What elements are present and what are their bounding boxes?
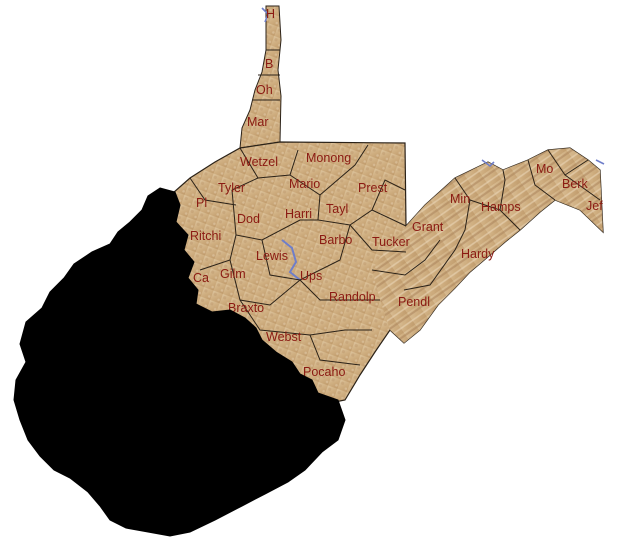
county-label-hardy: Hardy bbox=[461, 247, 495, 261]
county-label-dod: Dod bbox=[237, 212, 260, 226]
county-label-grant: Grant bbox=[412, 220, 444, 234]
county-label-tucker: Tucker bbox=[372, 235, 410, 249]
county-label-b: B bbox=[265, 57, 273, 71]
county-label-berk: Berk bbox=[562, 177, 588, 191]
county-label-braxto: Braxto bbox=[228, 301, 264, 315]
county-label-oh: Oh bbox=[256, 83, 273, 97]
river bbox=[481, 159, 495, 168]
county-label-prest: Prest bbox=[358, 181, 388, 195]
county-label-mar: Mar bbox=[247, 115, 269, 129]
ridge-valley-region bbox=[372, 148, 603, 343]
lake bbox=[281, 239, 301, 281]
county-label-lewis: Lewis bbox=[256, 249, 288, 263]
county-label-pocaho: Pocaho bbox=[303, 365, 345, 379]
county-label-barbo: Barbo bbox=[319, 233, 352, 247]
county-label-pendl: Pendl bbox=[398, 295, 430, 309]
county-label-h: H bbox=[266, 7, 275, 21]
county-label-ca: Ca bbox=[193, 271, 209, 285]
river bbox=[595, 159, 605, 165]
county-label-pl: Pl bbox=[196, 196, 207, 210]
county-label-tyler: Tyler bbox=[218, 181, 245, 195]
county-label-mario: Mario bbox=[289, 177, 320, 191]
county-label-randolp: Randolp bbox=[329, 290, 376, 304]
county-labels: H B Oh Mar Wetzel Monong Mario Prest Tyl… bbox=[190, 7, 603, 379]
county-label-gilm: Gilm bbox=[220, 267, 246, 281]
county-label-mo: Mo bbox=[536, 162, 553, 176]
county-label-hamps: Hamps bbox=[481, 200, 521, 214]
county-boundaries bbox=[189, 49, 601, 366]
river bbox=[261, 7, 269, 23]
county-label-jef: Jef bbox=[586, 199, 603, 213]
county-label-min: Min bbox=[450, 192, 470, 206]
county-label-ups: Ups bbox=[300, 269, 322, 283]
county-label-wetzel: Wetzel bbox=[240, 155, 278, 169]
county-label-ritchi: Ritchi bbox=[190, 229, 221, 243]
county-label-harri: Harri bbox=[285, 207, 312, 221]
county-label-monong: Monong bbox=[306, 151, 351, 165]
county-label-tayl: Tayl bbox=[326, 202, 348, 216]
masked-region bbox=[13, 187, 346, 537]
county-label-webst: Webst bbox=[266, 330, 302, 344]
